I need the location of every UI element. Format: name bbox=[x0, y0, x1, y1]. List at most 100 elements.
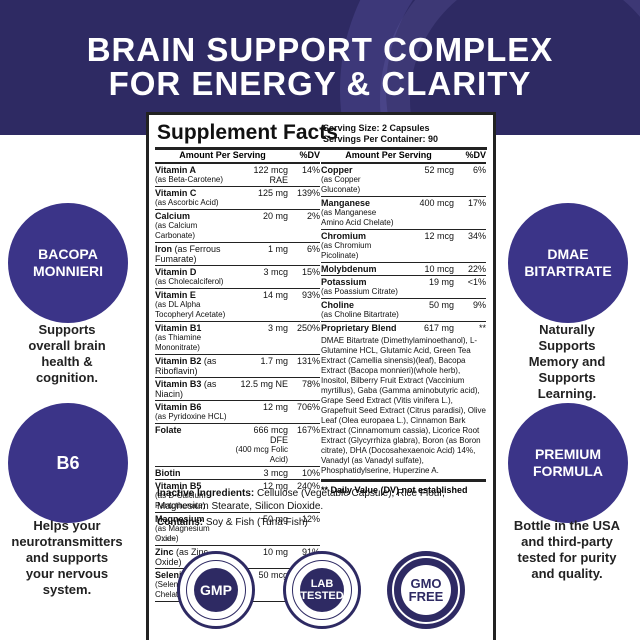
nutrient-row: Copper(as Copper Gluconate)52 mcg 6% bbox=[321, 164, 486, 197]
nutrient-source: (as Calcium Carbonate) bbox=[155, 221, 198, 240]
seal-ring bbox=[392, 556, 460, 624]
nutrient-dv: 6% bbox=[472, 165, 486, 175]
amount-value: 50 mcg bbox=[258, 570, 288, 580]
nutrient-source: (as Poassium Citrate) bbox=[321, 287, 398, 296]
nutrient-name-cell: Vitamin E(as DL Alpha Tocopheryl Acetate… bbox=[155, 290, 234, 320]
b6-badge: B6 bbox=[8, 403, 128, 523]
nutrient-source: (as DL Alpha Tocopheryl Acetate) bbox=[155, 300, 226, 319]
nutrient-dv: 167% bbox=[296, 425, 320, 435]
nutrient-source: (as Beta-Carotene) bbox=[155, 175, 224, 184]
gmp-seal: GMP bbox=[177, 551, 255, 629]
nutrient-row: Vitamin E(as DL Alpha Tocopheryl Acetate… bbox=[155, 289, 320, 322]
seal-ring bbox=[292, 560, 352, 620]
nutrient-name: Vitamin B5 bbox=[155, 481, 202, 491]
nutrient-dv: 706% bbox=[296, 402, 320, 412]
desc-line: and supports bbox=[25, 550, 109, 565]
amount-value: 125 mg bbox=[257, 188, 288, 198]
b6-description: Helps your neurotransmitters and support… bbox=[2, 518, 132, 598]
nutrient-row: Vitamin B1(as Thiamine Mononitrate) 3 mg 2… bbox=[155, 322, 320, 355]
nutrient-dv: 2% bbox=[306, 211, 320, 221]
amount-value: 1 mg bbox=[267, 244, 288, 254]
amount-value: 10 mcg bbox=[424, 264, 454, 274]
amount-value: 14 mg bbox=[262, 290, 288, 300]
nutrient-row: Manganese(as Manganese Amino Acid Chelat… bbox=[321, 197, 486, 230]
inactive-label: Inactive Ingredients: bbox=[157, 488, 255, 499]
nutrient-source: (as Cholecalciferol) bbox=[155, 277, 224, 286]
nutrient-amount: 50 mcg bbox=[234, 570, 292, 600]
nutrient-dv: 78% bbox=[301, 379, 320, 389]
blend-amount: 617 mg bbox=[423, 323, 454, 333]
facts-column-left: Amount Per Serving %DV Vitamin A(as Beta… bbox=[155, 150, 320, 602]
badge-line: PREMIUM bbox=[534, 446, 602, 462]
contains-label: Contains: bbox=[157, 517, 204, 528]
amount-value: 10 mg bbox=[262, 547, 288, 557]
headline-line-1: BRAIN SUPPORT COMPLEX bbox=[86, 31, 554, 68]
headline-line-2: FOR ENERGY & CLARITY bbox=[108, 65, 532, 102]
blend-row: Proprietary Blend 617 mg ** bbox=[321, 322, 486, 334]
nutrient-amount: 50 mg bbox=[400, 300, 458, 320]
desc-line: Helps your bbox=[33, 518, 101, 533]
nutrient-dv: 250% bbox=[296, 323, 320, 333]
nutrient-amount: 12 mg bbox=[234, 402, 292, 422]
nutrient-amount: 52 mcg bbox=[400, 165, 458, 195]
nutrient-name: Copper bbox=[321, 165, 353, 175]
amount-value: 12 mg bbox=[262, 481, 288, 491]
desc-line: neurotransmitters bbox=[11, 534, 123, 549]
nutrient-dv: 10% bbox=[301, 468, 320, 478]
desc-line: and quality. bbox=[531, 566, 603, 581]
nutrient-name: Vitamin E bbox=[155, 290, 196, 300]
nutrient-name-cell: Molybdenum bbox=[321, 264, 400, 274]
bacopa-badge: BACOPA MONNIERI bbox=[8, 203, 128, 323]
nutrient-dv: 34% bbox=[467, 231, 486, 241]
supplement-facts-panel: Supplement Facts Serving Size: 2 Capsule… bbox=[146, 112, 496, 640]
desc-line: and third-party bbox=[521, 534, 613, 549]
nutrient-name: Selenium bbox=[155, 570, 196, 580]
bacopa-description: Supports overall brain health & cognitio… bbox=[2, 322, 132, 386]
nutrient-dv: 17% bbox=[467, 198, 486, 208]
nutrient-name: Iron bbox=[155, 244, 172, 254]
nutrient-name: Vitamin A bbox=[155, 165, 197, 175]
nutrient-source: (as Ferrous Fumarate) bbox=[155, 244, 221, 264]
nutrient-name-cell: Vitamin B1(as Thiamine Mononitrate) bbox=[155, 323, 234, 353]
desc-line: your nervous bbox=[25, 566, 109, 581]
facts-column-right: Amount Per Serving %DV Copper(as Copper … bbox=[321, 150, 486, 495]
nutrient-amount: 12.5 mg NE bbox=[234, 379, 292, 399]
amount-value: 12.5 mg NE bbox=[240, 379, 288, 389]
nutrient-row: Potassium(as Poassium Citrate)19 mg<1% bbox=[321, 276, 486, 299]
nutrient-name-cell: Folate bbox=[155, 425, 234, 465]
desc-line: overall brain bbox=[28, 338, 106, 353]
amount-header: Amount Per Serving bbox=[345, 150, 432, 160]
nutrient-name-cell: Copper(as Copper Gluconate) bbox=[321, 165, 400, 195]
nutrient-amount: 666 mcg DFE(400 mcg Folic Acid) bbox=[234, 425, 292, 465]
dv-header: %DV bbox=[465, 150, 486, 160]
desc-line: health & bbox=[41, 354, 93, 369]
nutrient-amount: 125 mg bbox=[234, 188, 292, 208]
nutrient-dv: 9% bbox=[472, 300, 486, 310]
desc-line: Supports bbox=[538, 338, 596, 353]
nutrient-amount: 50 mg bbox=[234, 514, 292, 544]
lab-tested-seal: LAB TESTED bbox=[283, 551, 361, 629]
serving-size: Serving Size: 2 Capsules bbox=[323, 123, 430, 133]
amount-value: 400 mcg bbox=[419, 198, 454, 208]
badge-line: B6 bbox=[56, 452, 80, 473]
nutrient-dv: 22% bbox=[467, 264, 486, 274]
amount-value: 50 mg bbox=[428, 300, 454, 310]
facts-title: Supplement Facts bbox=[157, 121, 338, 144]
badge-line: MONNIERI bbox=[33, 263, 103, 279]
nutrient-source: (as D-Calcium Pantothenate) bbox=[155, 491, 206, 510]
seal-ring bbox=[186, 560, 246, 620]
nutrient-source: (as Pyridoxine HCL) bbox=[155, 412, 227, 421]
nutrient-amount: 1.7 mg bbox=[234, 356, 292, 376]
amount-value: 50 mg bbox=[262, 514, 288, 524]
nutrient-dv: 93% bbox=[301, 290, 320, 300]
amount-detail: (400 mcg Folic Acid) bbox=[235, 445, 288, 464]
amount-value: 3 mg bbox=[267, 323, 288, 333]
nutrient-source: (as Chromium Picolinate) bbox=[321, 241, 372, 260]
nutrient-name-cell: Iron (as Ferrous Fumarate) bbox=[155, 244, 234, 264]
desc-line: system. bbox=[42, 582, 92, 597]
nutrient-name-cell: Manganese(as Manganese Amino Acid Chelat… bbox=[321, 198, 400, 228]
